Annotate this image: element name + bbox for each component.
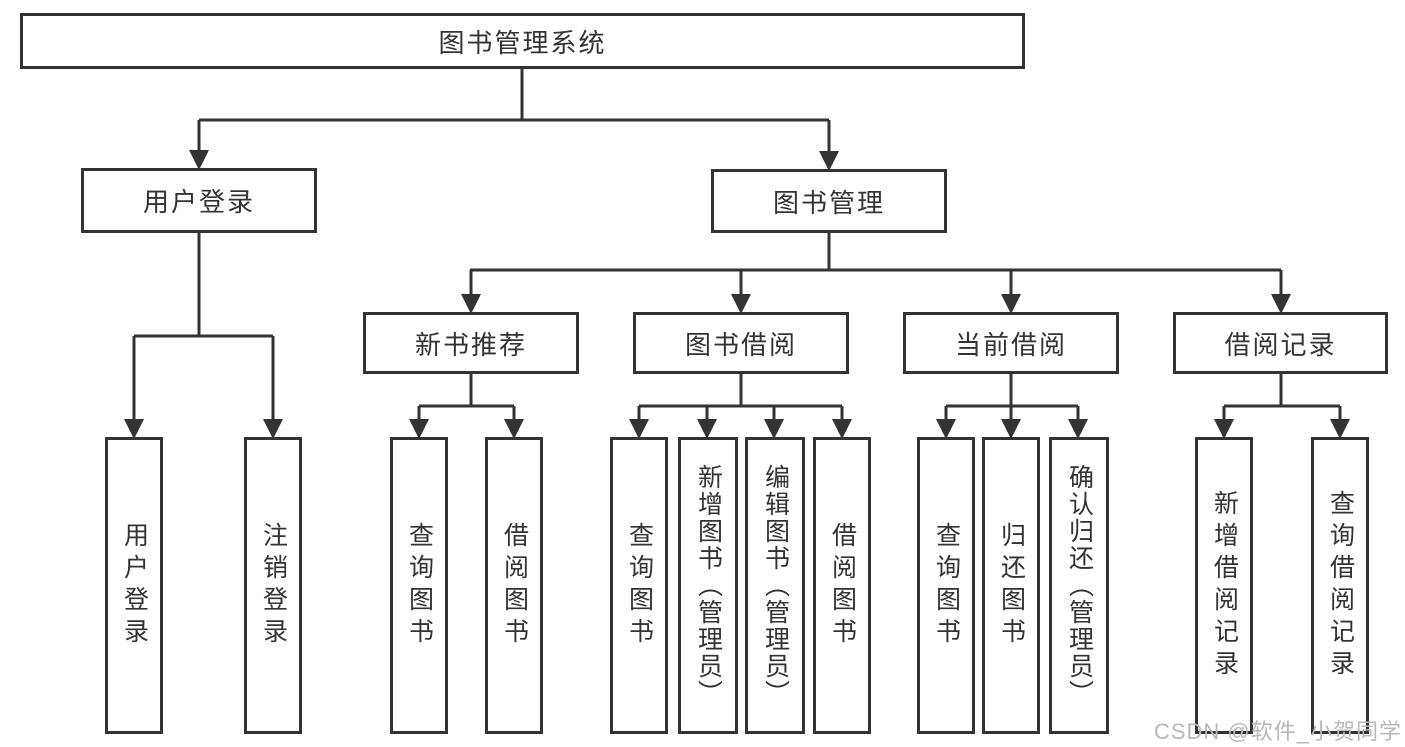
node-book-management: 图书管理: [711, 169, 947, 233]
leaf-nbr-query-books-label: 查询图书: [405, 521, 434, 650]
leaf-rec-query-record-label: 查询借阅记录: [1326, 489, 1355, 682]
leaf-nbr-query-books: 查询图书: [390, 437, 448, 734]
node-current-borrowing: 当前借阅: [903, 312, 1119, 374]
node-new-book-recommend-label: 新书推荐: [414, 329, 527, 360]
node-user-login: 用户登录: [81, 168, 317, 233]
leaf-cb-confirm-return-admin: 确认归还（管理员）: [1049, 437, 1109, 734]
leaf-bb-edit-books-admin-label: 编辑图书（管理员）: [761, 464, 790, 707]
node-borrowing-records: 借阅记录: [1173, 312, 1388, 374]
tree-edge-drops: [132, 120, 1342, 421]
leaf-cb-query-books-label: 查询图书: [932, 521, 961, 650]
tree-edge-spines: [134, 69, 1340, 408]
leaf-cb-query-books: 查询图书: [917, 437, 975, 734]
node-current-borrowing-label: 当前借阅: [954, 329, 1067, 360]
leaf-rec-query-record: 查询借阅记录: [1311, 437, 1369, 734]
leaf-bb-add-books-admin: 新增图书（管理员）: [678, 437, 738, 734]
leaf-rec-add-record-label: 新增借阅记录: [1210, 489, 1239, 682]
node-user-login-label: 用户登录: [142, 187, 255, 217]
leaf-bb-borrow-books: 借阅图书: [813, 437, 871, 734]
leaf-bb-add-books-admin-label: 新增图书（管理员）: [694, 464, 723, 707]
node-new-book-recommend: 新书推荐: [363, 312, 579, 374]
leaf-cb-return-books-label: 归还图书: [997, 521, 1026, 650]
leaf-logout: 注销登录: [244, 437, 302, 734]
node-book-management-label: 图书管理: [772, 187, 885, 218]
node-book-borrowing: 图书借阅: [633, 312, 849, 374]
leaf-nbr-borrow-books-label: 借阅图书: [500, 521, 529, 650]
leaf-bb-query-books-label: 查询图书: [625, 521, 654, 650]
leaf-logout-label: 注销登录: [259, 521, 288, 650]
arrowhead-icons: [124, 150, 1350, 439]
node-borrowing-records-label: 借阅记录: [1224, 329, 1337, 360]
leaf-bb-borrow-books-label: 借阅图书: [828, 521, 857, 650]
leaf-user-login: 用户登录: [105, 437, 163, 734]
node-root: 图书管理系统: [20, 13, 1025, 69]
leaf-user-login-label: 用户登录: [120, 521, 149, 650]
node-root-label: 图书管理系统: [438, 27, 607, 58]
leaf-nbr-borrow-books: 借阅图书: [485, 437, 543, 734]
leaf-bb-query-books: 查询图书: [610, 437, 668, 734]
leaf-bb-edit-books-admin: 编辑图书（管理员）: [745, 437, 805, 734]
leaf-cb-return-books: 归还图书: [982, 437, 1040, 734]
leaf-rec-add-record: 新增借阅记录: [1195, 437, 1253, 734]
node-book-borrowing-label: 图书借阅: [684, 329, 797, 360]
leaf-cb-confirm-return-admin-label: 确认归还（管理员）: [1065, 464, 1094, 707]
csdn-watermark: CSDN @软件_小贺同学: [1153, 719, 1402, 744]
